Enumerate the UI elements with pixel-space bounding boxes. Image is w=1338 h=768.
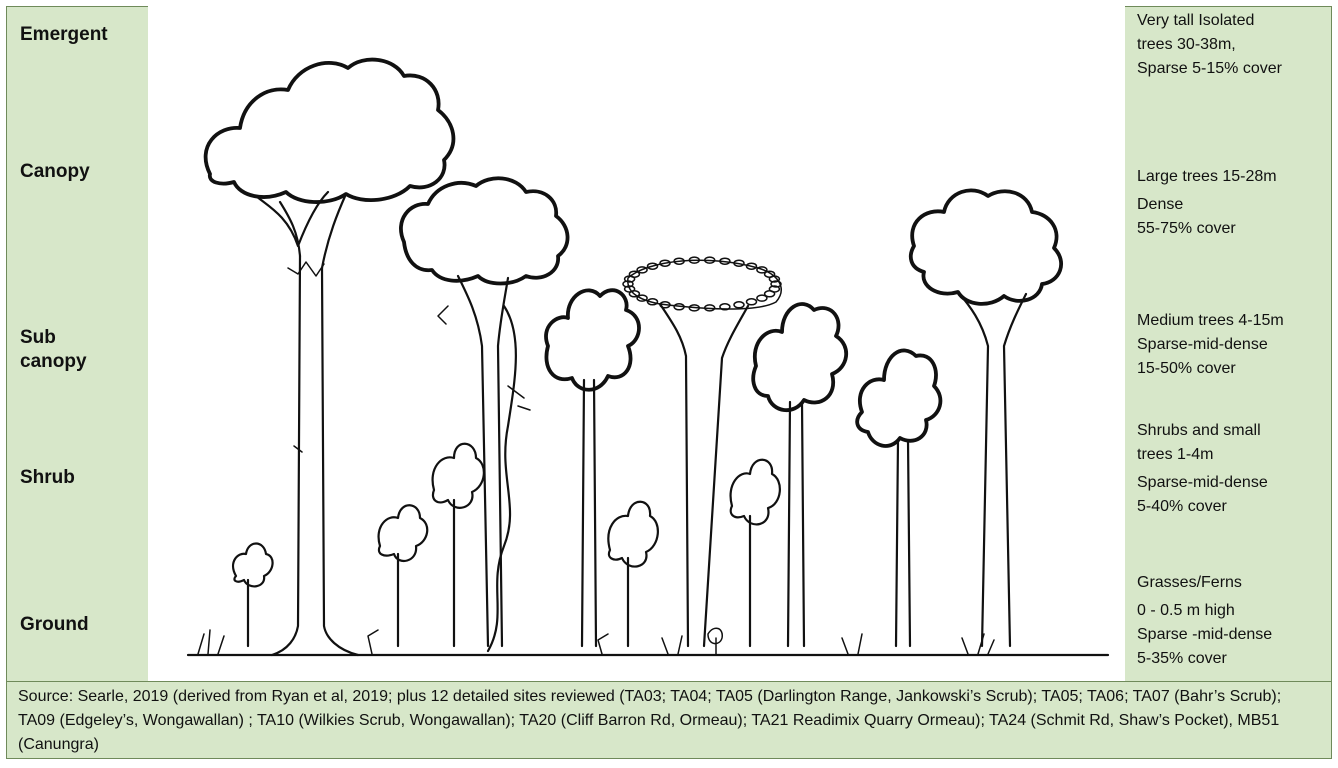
- desc-subcanopy-line-1: Medium trees 4-15m: [1137, 309, 1333, 333]
- desc-canopy-line-3: 55-75% cover: [1137, 217, 1333, 241]
- layer-label-sub-canopy-line-2: canopy: [20, 350, 87, 374]
- layer-label-sub-canopy: Sub canopy: [20, 326, 87, 374]
- layer-label-ground: Ground: [20, 613, 89, 637]
- subcanopy-tree-2: [753, 304, 846, 646]
- layer-label-sub-canopy-line-1: Sub: [20, 326, 87, 350]
- desc-subcanopy-line-3: 15-50% cover: [1137, 357, 1333, 381]
- layer-description-sub-canopy: Medium trees 4-15m Sparse-mid-dense 15-5…: [1137, 309, 1333, 381]
- forest-profile-svg: [148, 6, 1125, 681]
- desc-ground-line-4: 5-35% cover: [1137, 647, 1333, 671]
- subcanopy-tree-1: [546, 290, 639, 646]
- desc-shrub-line-3: Sparse-mid-dense: [1137, 471, 1333, 495]
- layer-description-emergent: Very tall Isolated trees 30-38m, Sparse …: [1137, 9, 1333, 81]
- layer-description-canopy: Large trees 15-28m Dense 55-75% cover: [1137, 165, 1333, 241]
- desc-shrub-line-1: Shrubs and small: [1137, 419, 1333, 443]
- desc-canopy-line-1: Large trees 15-28m: [1137, 165, 1333, 189]
- layer-label-shrub: Shrub: [20, 466, 75, 490]
- emergent-tree: [206, 60, 454, 655]
- desc-ground-line-2: 0 - 0.5 m high: [1137, 599, 1333, 623]
- subcanopy-tree-3: [857, 350, 940, 646]
- desc-shrub-line-4: 5-40% cover: [1137, 495, 1333, 519]
- layer-description-ground: Grasses/Ferns 0 - 0.5 m high Sparse -mid…: [1137, 571, 1333, 671]
- canopy-tree: [401, 178, 568, 651]
- crown-leaf: [757, 295, 767, 301]
- layer-label-emergent: Emergent: [20, 23, 108, 47]
- desc-emergent-line-1: Very tall Isolated: [1137, 9, 1333, 33]
- source-citation: Source: Searle, 2019 (derived from Ryan …: [6, 681, 1332, 759]
- desc-ground-line-3: Sparse -mid-dense: [1137, 623, 1333, 647]
- desc-canopy-line-2: Dense: [1137, 193, 1333, 217]
- layer-descriptions-column: Very tall Isolated trees 30-38m, Sparse …: [1125, 6, 1332, 681]
- crown-leaf: [747, 299, 757, 305]
- desc-ground-line-1: Grasses/Ferns: [1137, 571, 1333, 595]
- forest-profile-drawing: [148, 6, 1125, 681]
- layer-labels-column: Emergent Canopy Sub canopy Shrub Ground: [6, 6, 148, 681]
- desc-emergent-line-3: Sparse 5-15% cover: [1137, 57, 1333, 81]
- layer-description-shrub: Shrubs and small trees 1-4m Sparse-mid-d…: [1137, 419, 1333, 519]
- desc-emergent-line-2: trees 30-38m,: [1137, 33, 1333, 57]
- dotted-crown-tree: [623, 257, 781, 646]
- layer-label-canopy: Canopy: [20, 160, 90, 184]
- crown-leaf: [734, 302, 744, 308]
- desc-subcanopy-line-2: Sparse-mid-dense: [1137, 333, 1333, 357]
- desc-shrub-line-2: trees 1-4m: [1137, 443, 1333, 467]
